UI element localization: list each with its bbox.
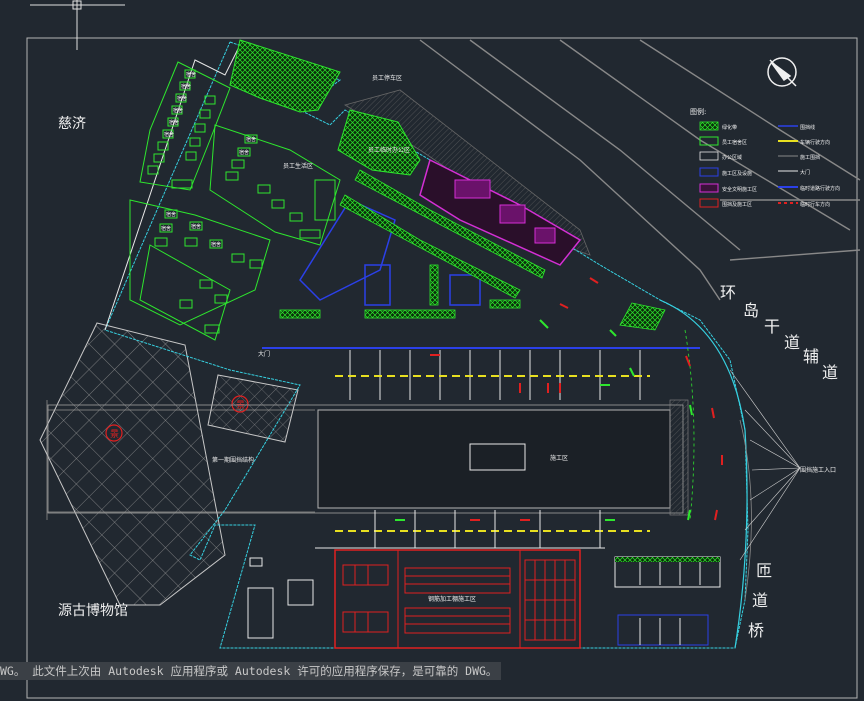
east-curved-road bbox=[659, 299, 752, 649]
label-fence: 围挡施工入口 bbox=[800, 466, 836, 474]
crosshair-cursor-icon bbox=[30, 0, 125, 50]
drawing-frame bbox=[26, 37, 858, 699]
svg-text:宿舍: 宿舍 bbox=[246, 136, 256, 143]
label-rebar-shop: 钢筋加工棚施工区 bbox=[428, 595, 476, 603]
legend-title: 图例: bbox=[690, 107, 706, 116]
svg-text:宿舍: 宿舍 bbox=[239, 149, 249, 156]
site-marker-2: 景 bbox=[231, 395, 249, 413]
site-marker-1: 景 bbox=[105, 424, 123, 442]
office-zone-blue bbox=[299, 199, 396, 301]
west-fence-line bbox=[104, 44, 241, 331]
road-char-3: 道 bbox=[784, 333, 800, 352]
legend-left-5: 围挡及施工区 bbox=[722, 201, 752, 208]
lower-right-buildings bbox=[614, 556, 721, 646]
construction-pit-hatch bbox=[669, 399, 689, 516]
pit-sign-box bbox=[469, 443, 526, 471]
rebar-shop-interior bbox=[342, 550, 576, 648]
svg-text:宿舍: 宿舍 bbox=[191, 223, 201, 230]
lower-left-buildings bbox=[247, 557, 314, 639]
lower-spurs bbox=[374, 510, 601, 548]
legend-right-0: 围挡线 bbox=[800, 124, 815, 131]
bridge-char-2: 桥 bbox=[748, 621, 764, 640]
direction-arrows-green bbox=[395, 319, 693, 521]
legend-right-3: 大门 bbox=[800, 169, 810, 176]
label-entrance: 大门 bbox=[258, 350, 270, 358]
office-block-blue bbox=[449, 274, 481, 306]
lower-right-green bbox=[615, 557, 720, 562]
label-first-stage: 第一期围挡结构 bbox=[212, 456, 254, 464]
legend-left-0: 绿化带 bbox=[722, 124, 737, 131]
rebar-shop-outer bbox=[334, 549, 581, 649]
dormitory-cluster bbox=[129, 61, 341, 341]
label-ciji: 慈济 bbox=[58, 116, 86, 132]
svg-text:宿舍: 宿舍 bbox=[177, 95, 187, 102]
svg-text:宿舍: 宿舍 bbox=[173, 107, 183, 114]
road-char-0: 环 bbox=[720, 283, 736, 302]
svg-text:宿舍: 宿舍 bbox=[211, 241, 221, 248]
bridge-char-1: 道 bbox=[752, 591, 768, 610]
label-worker-parking: 员工停车区 bbox=[372, 74, 402, 82]
worker-parking-green bbox=[229, 39, 341, 113]
road-char-5: 道 bbox=[822, 363, 838, 382]
label-museum: 源古博物馆 bbox=[58, 602, 128, 619]
legend-left-4: 安全文明施工区 bbox=[722, 186, 757, 193]
museum-grid-building bbox=[39, 322, 226, 606]
road-char-4: 辅 bbox=[803, 347, 819, 366]
svg-text:宿舍: 宿舍 bbox=[164, 131, 174, 138]
road-char-2: 干 bbox=[764, 317, 780, 336]
bridge-char-0: 匝 bbox=[756, 561, 772, 580]
direction-arrows-red bbox=[430, 277, 723, 521]
green-strips bbox=[279, 169, 666, 331]
legend-left-3: 施工区及设施 bbox=[722, 170, 752, 177]
label-office-area: 员工临时办公区 bbox=[368, 146, 410, 154]
legend-left-1: 员工宿舍区 bbox=[722, 139, 747, 146]
office-block-blue-2 bbox=[364, 264, 391, 306]
legend-right-2: 施工围挡 bbox=[800, 154, 820, 161]
svg-text:宿舍: 宿舍 bbox=[161, 225, 171, 232]
label-construction-area: 施工区 bbox=[550, 454, 568, 462]
dorm-blocks bbox=[147, 69, 336, 334]
svg-text:景: 景 bbox=[110, 429, 119, 440]
north-arrow-icon bbox=[767, 57, 797, 87]
legend-right-1: 车辆行驶方向 bbox=[800, 139, 830, 146]
dorm-labels: 宿舍 宿舍 宿舍 宿舍 宿舍 宿舍 宿舍 宿舍 宿舍 宿舍 宿舍 宿舍 bbox=[161, 71, 256, 248]
legend-swatches bbox=[699, 121, 798, 208]
road-edge-lines bbox=[419, 39, 861, 301]
small-grid-building bbox=[207, 374, 299, 443]
svg-text:宿舍: 宿舍 bbox=[169, 119, 179, 126]
construction-pit bbox=[317, 409, 671, 509]
status-bar: WG。 此文件上次由 Autodesk 应用程序或 Autodesk 许可的应用… bbox=[0, 662, 502, 680]
svg-text:宿舍: 宿舍 bbox=[181, 83, 191, 90]
legend-left-2: 办公区域 bbox=[722, 154, 742, 161]
svg-text:宿舍: 宿舍 bbox=[186, 71, 196, 78]
legend: 图例: 绿化带 员工宿舍区 办公区域 施工区及设施 安全文明施工区 围挡及施工区… bbox=[690, 107, 840, 208]
svg-text:宿舍: 宿舍 bbox=[166, 211, 176, 218]
legend-right-4: 临时道路行驶方向 bbox=[800, 185, 840, 192]
leader-lines bbox=[729, 369, 801, 561]
road-char-1: 岛 bbox=[743, 301, 759, 320]
legend-right-5: 临时行车方向 bbox=[800, 201, 830, 208]
magenta-zone-details bbox=[454, 179, 556, 244]
svg-text:景: 景 bbox=[236, 400, 245, 411]
label-worker-living: 员工生活区 bbox=[283, 162, 313, 170]
office-green-zone bbox=[337, 109, 421, 176]
